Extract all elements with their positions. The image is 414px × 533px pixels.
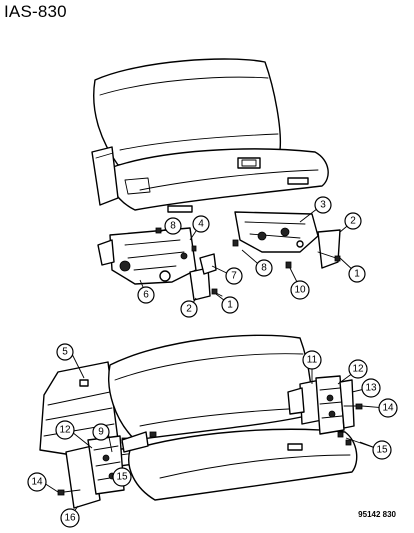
callout-lower-14a: 14 <box>378 398 398 418</box>
svg-text:8: 8 <box>261 263 267 274</box>
callout-upper-7: 7 <box>225 267 243 285</box>
upper-side-cover-right <box>317 229 341 269</box>
svg-text:14: 14 <box>382 403 394 414</box>
svg-text:4: 4 <box>198 219 204 230</box>
upper-latch-left <box>167 205 193 213</box>
callout-upper-8b: 8 <box>255 259 273 277</box>
upper-latch-right <box>287 177 309 185</box>
upper-latch-center <box>237 157 261 169</box>
svg-text:10: 10 <box>294 285 306 296</box>
callout-upper-2a: 2 <box>344 212 362 230</box>
svg-text:2: 2 <box>186 304 192 315</box>
svg-text:2: 2 <box>350 216 356 227</box>
svg-text:9: 9 <box>98 427 104 438</box>
svg-text:12: 12 <box>352 364 364 375</box>
upper-cover-7 <box>199 253 217 275</box>
svg-text:13: 13 <box>365 383 377 394</box>
callout-lower-9: 9 <box>92 423 110 441</box>
callout-upper-2b: 2 <box>180 300 198 318</box>
svg-text:12: 12 <box>59 425 71 436</box>
svg-text:1: 1 <box>227 300 233 311</box>
svg-text:11: 11 <box>307 355 318 366</box>
upper-side-cover-left <box>189 267 211 301</box>
upper-left-riser <box>109 227 197 285</box>
drawing-code: 95142 830 <box>358 510 396 519</box>
callout-lower-15b: 15 <box>112 467 132 487</box>
svg-text:3: 3 <box>320 200 326 211</box>
callout-upper-1a: 1 <box>348 265 366 283</box>
callout-lower-12a: 12 <box>348 359 368 379</box>
callout-upper-1b: 1 <box>221 296 239 314</box>
svg-text:14: 14 <box>31 477 43 488</box>
callout-upper-3: 3 <box>314 196 332 214</box>
svg-text:15: 15 <box>116 472 128 483</box>
callout-lower-13: 13 <box>361 378 381 398</box>
upper-armrest <box>91 146 119 206</box>
callout-lower-15a: 15 <box>372 440 392 460</box>
lower-seat-cushion <box>128 428 358 501</box>
callout-lower-5: 5 <box>56 343 74 361</box>
callout-lower-16: 16 <box>60 508 80 528</box>
svg-text:7: 7 <box>231 271 237 282</box>
lower-right-plate <box>315 375 345 435</box>
svg-text:6: 6 <box>143 290 149 301</box>
upper-seat-cushion <box>108 148 329 211</box>
callout-lower-14b: 14 <box>27 472 47 492</box>
svg-text:16: 16 <box>64 513 76 524</box>
svg-text:5: 5 <box>62 347 68 358</box>
svg-text:15: 15 <box>376 445 388 456</box>
callout-lower-12b: 12 <box>55 420 75 440</box>
upper-seat-assembly <box>91 58 341 301</box>
svg-text:8: 8 <box>170 221 176 232</box>
callout-lower-11: 11 <box>302 350 322 370</box>
callout-upper-4: 4 <box>192 215 210 233</box>
page-id: IAS-830 <box>4 2 67 21</box>
lower-seat-back <box>108 334 313 441</box>
callout-upper-8a: 8 <box>164 217 182 235</box>
callout-upper-10: 10 <box>290 280 310 300</box>
svg-text:1: 1 <box>354 269 360 280</box>
callout-upper-6: 6 <box>137 286 155 304</box>
